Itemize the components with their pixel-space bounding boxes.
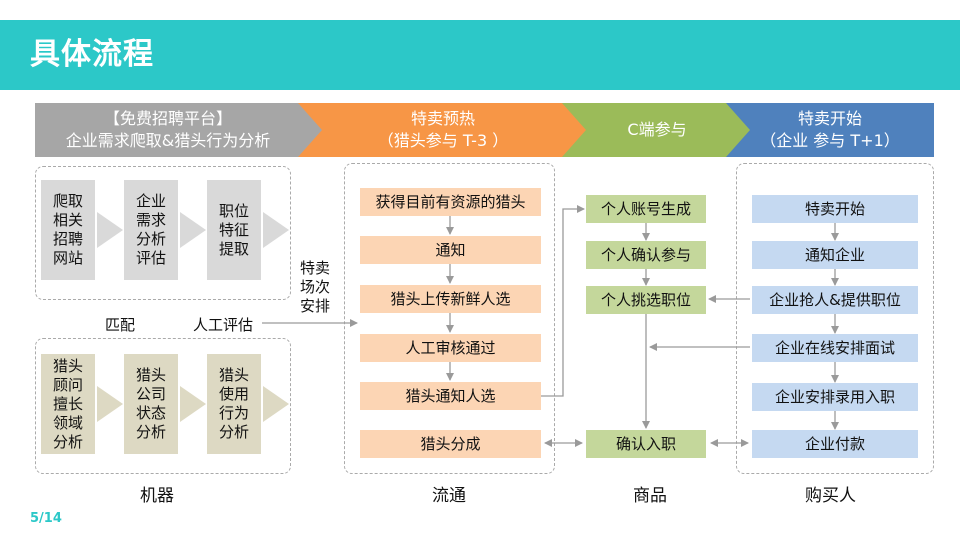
stage-title: 特卖预热 <box>410 109 475 128</box>
machine-step-demand-analysis: 企业需求 分析评估 <box>124 180 178 280</box>
stage-chevron-sale-start: 特卖开始 （企业 参与 T+1） <box>726 103 934 157</box>
stage-title: 特卖开始 <box>797 109 862 128</box>
stage-chevron-preheat: 特卖预热 （猎头参与 T-3 ） <box>298 103 588 157</box>
arrow-right-icon <box>180 386 206 422</box>
stage-chevron-platform: 【免费招聘平台】 企业需求爬取&猎头行为分析 <box>35 103 325 157</box>
column-label-buyer: 购买人 <box>805 486 856 506</box>
flow-step-get-hunters: 获得目前有资源的猎头 <box>360 188 541 216</box>
stage-subtitle: （猎头参与 T-3 ） <box>377 131 509 150</box>
page-number: 5/14 <box>30 511 62 526</box>
arrow-right-icon <box>97 386 123 422</box>
column-label-circulation: 流通 <box>432 486 466 506</box>
machine-top-group <box>35 166 291 300</box>
header-bar: 具体流程 <box>0 20 960 90</box>
product-step-pick-position: 个人挑选职位 <box>586 286 706 314</box>
machine-step-crawl: 爬取相关 招聘网站 <box>41 180 95 280</box>
machine-step-feature-extract: 职位特征 提取 <box>207 180 261 280</box>
machine-step-usage-behavior: 猎头使用 行为分析 <box>207 354 261 454</box>
arrow-right-icon <box>263 386 289 422</box>
flow-step-hunter-notify: 猎头通知人选 <box>360 382 541 410</box>
buyer-step-payment: 企业付款 <box>752 430 918 458</box>
flow-step-notify: 通知 <box>360 236 541 264</box>
machine-bottom-group <box>35 338 291 474</box>
column-label-machine: 机器 <box>140 486 174 506</box>
product-step-confirm: 个人确认参与 <box>586 241 706 269</box>
stage-subtitle: 企业需求爬取&猎头行为分析 <box>65 131 271 150</box>
machine-step-company-status: 猎头公司 状态分析 <box>124 354 178 454</box>
stage-subtitle: （企业 参与 T+1） <box>760 131 900 150</box>
stage-title: 【免费招聘平台】 <box>103 109 232 128</box>
label-schedule: 特卖场次安排 <box>300 259 331 315</box>
label-match: 匹配 <box>105 316 136 334</box>
stage-title: C端参与 <box>627 120 687 139</box>
buyer-step-grab-talent: 企业抢人&提供职位 <box>752 286 918 314</box>
stage-chevron-c-participation: C端参与 <box>562 103 752 157</box>
arrow-right-icon <box>263 212 289 248</box>
buyer-step-interview: 企业在线安排面试 <box>752 334 918 362</box>
buyer-group <box>736 163 934 474</box>
buyer-step-sale-start: 特卖开始 <box>752 195 918 223</box>
flow-step-manual-review: 人工审核通过 <box>360 334 541 362</box>
product-step-account: 个人账号生成 <box>586 195 706 223</box>
product-step-confirm-onboard: 确认入职 <box>586 430 706 458</box>
arrow-right-icon <box>180 212 206 248</box>
page-title: 具体流程 <box>30 37 154 72</box>
column-label-product: 商品 <box>633 486 667 506</box>
flow-step-upload-candidates: 猎头上传新鲜人选 <box>360 285 541 313</box>
machine-step-hunter-domain: 猎头顾问 擅长领域 分析 <box>41 354 95 454</box>
label-manual-eval: 人工评估 <box>193 316 254 334</box>
flow-step-hunter-commission: 猎头分成 <box>360 430 541 458</box>
buyer-step-hire: 企业安排录用入职 <box>752 383 918 411</box>
buyer-step-notify-company: 通知企业 <box>752 241 918 269</box>
arrow-right-icon <box>97 212 123 248</box>
